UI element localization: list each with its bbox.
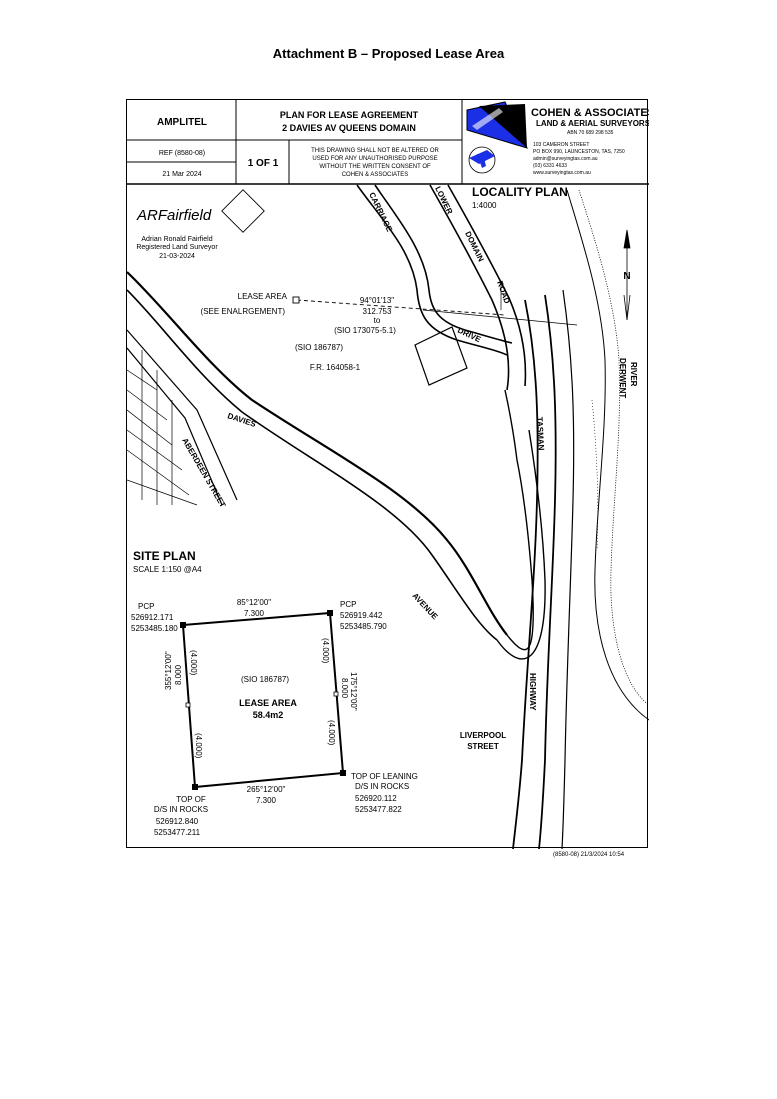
lease-area-note: (SEE ENALRGEMENT) — [201, 307, 286, 316]
ne-label: PCP — [340, 600, 356, 609]
address-line-1: 103 CAMERON STREET — [533, 142, 589, 148]
right-half-lower: (4.000) — [327, 720, 336, 746]
site-plan-scale: SCALE 1:150 @A4 — [133, 565, 202, 574]
address-line-2: PO BOX 990, LAUNCESTON, TAS, 7250 — [533, 149, 625, 155]
locality-sio-ref: (SIO 173075-5.1) — [334, 326, 396, 335]
surveyor-name: Adrian Ronald Fairfield — [141, 236, 212, 243]
right-distance: 8.000 — [340, 678, 349, 699]
north-letter: N — [623, 271, 630, 282]
signature-date: 21-03-2024 — [159, 253, 195, 260]
address-phone: (03) 6331 4633 — [533, 163, 567, 169]
road-label-davies: DAVIES — [226, 411, 257, 429]
site-parcel-sio: (SIO 186787) — [241, 675, 289, 684]
warning-line-2: USED FOR ANY UNAUTHORISED PURPOSE — [312, 156, 437, 162]
se-easting: 526920.112 — [355, 794, 397, 803]
plan-title-line2: 2 DAVIES AV QUEENS DOMAIN — [282, 123, 416, 133]
address-email: admin@surveyingtas.com.au — [533, 156, 598, 162]
lease-bearing-line — [296, 299, 506, 316]
road-label-street: STREET — [467, 742, 499, 751]
sheet-number: 1 OF 1 — [248, 158, 279, 169]
top-bearing: 85°12'00" — [237, 598, 271, 607]
road-label-highway: HIGHWAY — [528, 673, 537, 711]
midpoint-marker-left — [185, 702, 191, 708]
corner-marker-ne — [327, 610, 333, 616]
road-label-aberdeen: ABERDEEN STREET — [180, 437, 227, 510]
company-name: COHEN & ASSOCIATES — [531, 107, 649, 119]
locality-distance: 312.753 — [363, 307, 392, 316]
right-bearing: 175°12'00" — [349, 672, 358, 711]
nw-label: PCP — [138, 602, 154, 611]
se-label-2: D/S IN ROCKS — [355, 782, 409, 791]
ref-number: REF (8580-08) — [159, 150, 205, 157]
page-title: Attachment B – Proposed Lease Area — [272, 46, 505, 61]
lease-area-label: LEASE AREA — [238, 292, 288, 301]
locality-plan-scale: 1:4000 — [472, 201, 497, 210]
road-label-avenue: AVENUE — [411, 591, 440, 622]
bottom-bearing: 265°12'00" — [247, 785, 286, 794]
north-arrow-icon — [623, 229, 631, 321]
road-label-tasman: TASMAN — [535, 417, 546, 451]
nw-easting: 526912.171 — [131, 613, 174, 622]
left-half-upper: (4.000) — [189, 650, 198, 676]
site-lease-label: LEASE AREA — [239, 698, 297, 708]
sw-label-1: TOP OF — [176, 795, 206, 804]
company-abn: ABN 70 689 298 535 — [567, 130, 614, 136]
locality-plan-title: LOCALITY PLAN — [472, 185, 568, 199]
road-label-carriage: CARRIAGE — [367, 191, 394, 234]
site-plan-title: SITE PLAN — [133, 549, 196, 563]
se-label-1: TOP OF LEANING — [351, 772, 418, 781]
ne-northing: 5253485.790 — [340, 622, 387, 631]
warning-line-3: WITHOUT THE WRITTEN CONSENT OF — [319, 164, 431, 170]
locality-folio: F.R. 164058-1 — [310, 363, 361, 372]
plan-drawing: AMPLITEL PLAN FOR LEASE AGREEMENT 2 DAVI… — [126, 100, 655, 850]
surveyor-role: Registered Land Surveyor — [136, 244, 218, 251]
river-label-derwent: DERWENT — [618, 358, 627, 398]
midpoint-marker-right — [333, 691, 339, 697]
bottom-distance: 7.300 — [256, 796, 277, 805]
left-half-lower: (4.000) — [194, 733, 203, 759]
footer-stamp: (8580-08) 21/3/2024 10:54 — [553, 852, 625, 858]
locality-bearing: 94°01'13" — [360, 296, 394, 305]
corner-marker-sw — [192, 784, 198, 790]
warning-line-4: COHEN & ASSOCIATES — [342, 172, 409, 178]
lease-area-marker — [292, 296, 300, 304]
company-subtitle: LAND & AERIAL SURVEYORS — [536, 119, 649, 128]
plane-icon — [468, 146, 496, 174]
surveyor-signature: ARFairfield — [136, 207, 212, 224]
plan-sheet: AMPLITEL PLAN FOR LEASE AGREEMENT 2 DAVI… — [126, 99, 655, 850]
corner-marker-se — [340, 770, 346, 776]
warning-line-1: THIS DRAWING SHALL NOT BE ALTERED OR — [311, 148, 439, 154]
address-website: www.surveyingtas.com.au — [533, 170, 591, 176]
top-distance: 7.300 — [244, 609, 265, 618]
left-bearing: 355°12'00" — [164, 651, 173, 690]
right-half-upper: (4.000) — [321, 638, 330, 664]
plan-title-line1: PLAN FOR LEASE AGREEMENT — [280, 110, 419, 120]
ne-easting: 526919.442 — [340, 611, 383, 620]
corner-marker-nw — [180, 622, 186, 628]
site-lease-area: 58.4m2 — [253, 710, 284, 720]
nw-northing: 5253485.180 — [131, 624, 178, 633]
locality-map-lines — [126, 184, 650, 850]
locality-parcel-sio: (SIO 186787) — [295, 343, 343, 352]
title-block — [127, 100, 649, 185]
sw-northing: 5253477.211 — [154, 828, 201, 837]
road-label-liverpool: LIVERPOOL — [460, 731, 506, 740]
company-logo — [466, 101, 528, 174]
river-label-river: RIVER — [629, 362, 638, 387]
road-label-road: ROAD — [495, 280, 512, 305]
plan-date: 21 Mar 2024 — [162, 171, 201, 178]
se-northing: 5253477.822 — [355, 805, 402, 814]
client-name: AMPLITEL — [157, 117, 207, 128]
seal-box — [221, 189, 265, 233]
sw-easting: 526912.840 — [156, 817, 199, 826]
locality-to: to — [374, 316, 381, 325]
sw-label-2: D/S IN ROCKS — [154, 805, 208, 814]
left-distance: 8.000 — [174, 664, 183, 685]
